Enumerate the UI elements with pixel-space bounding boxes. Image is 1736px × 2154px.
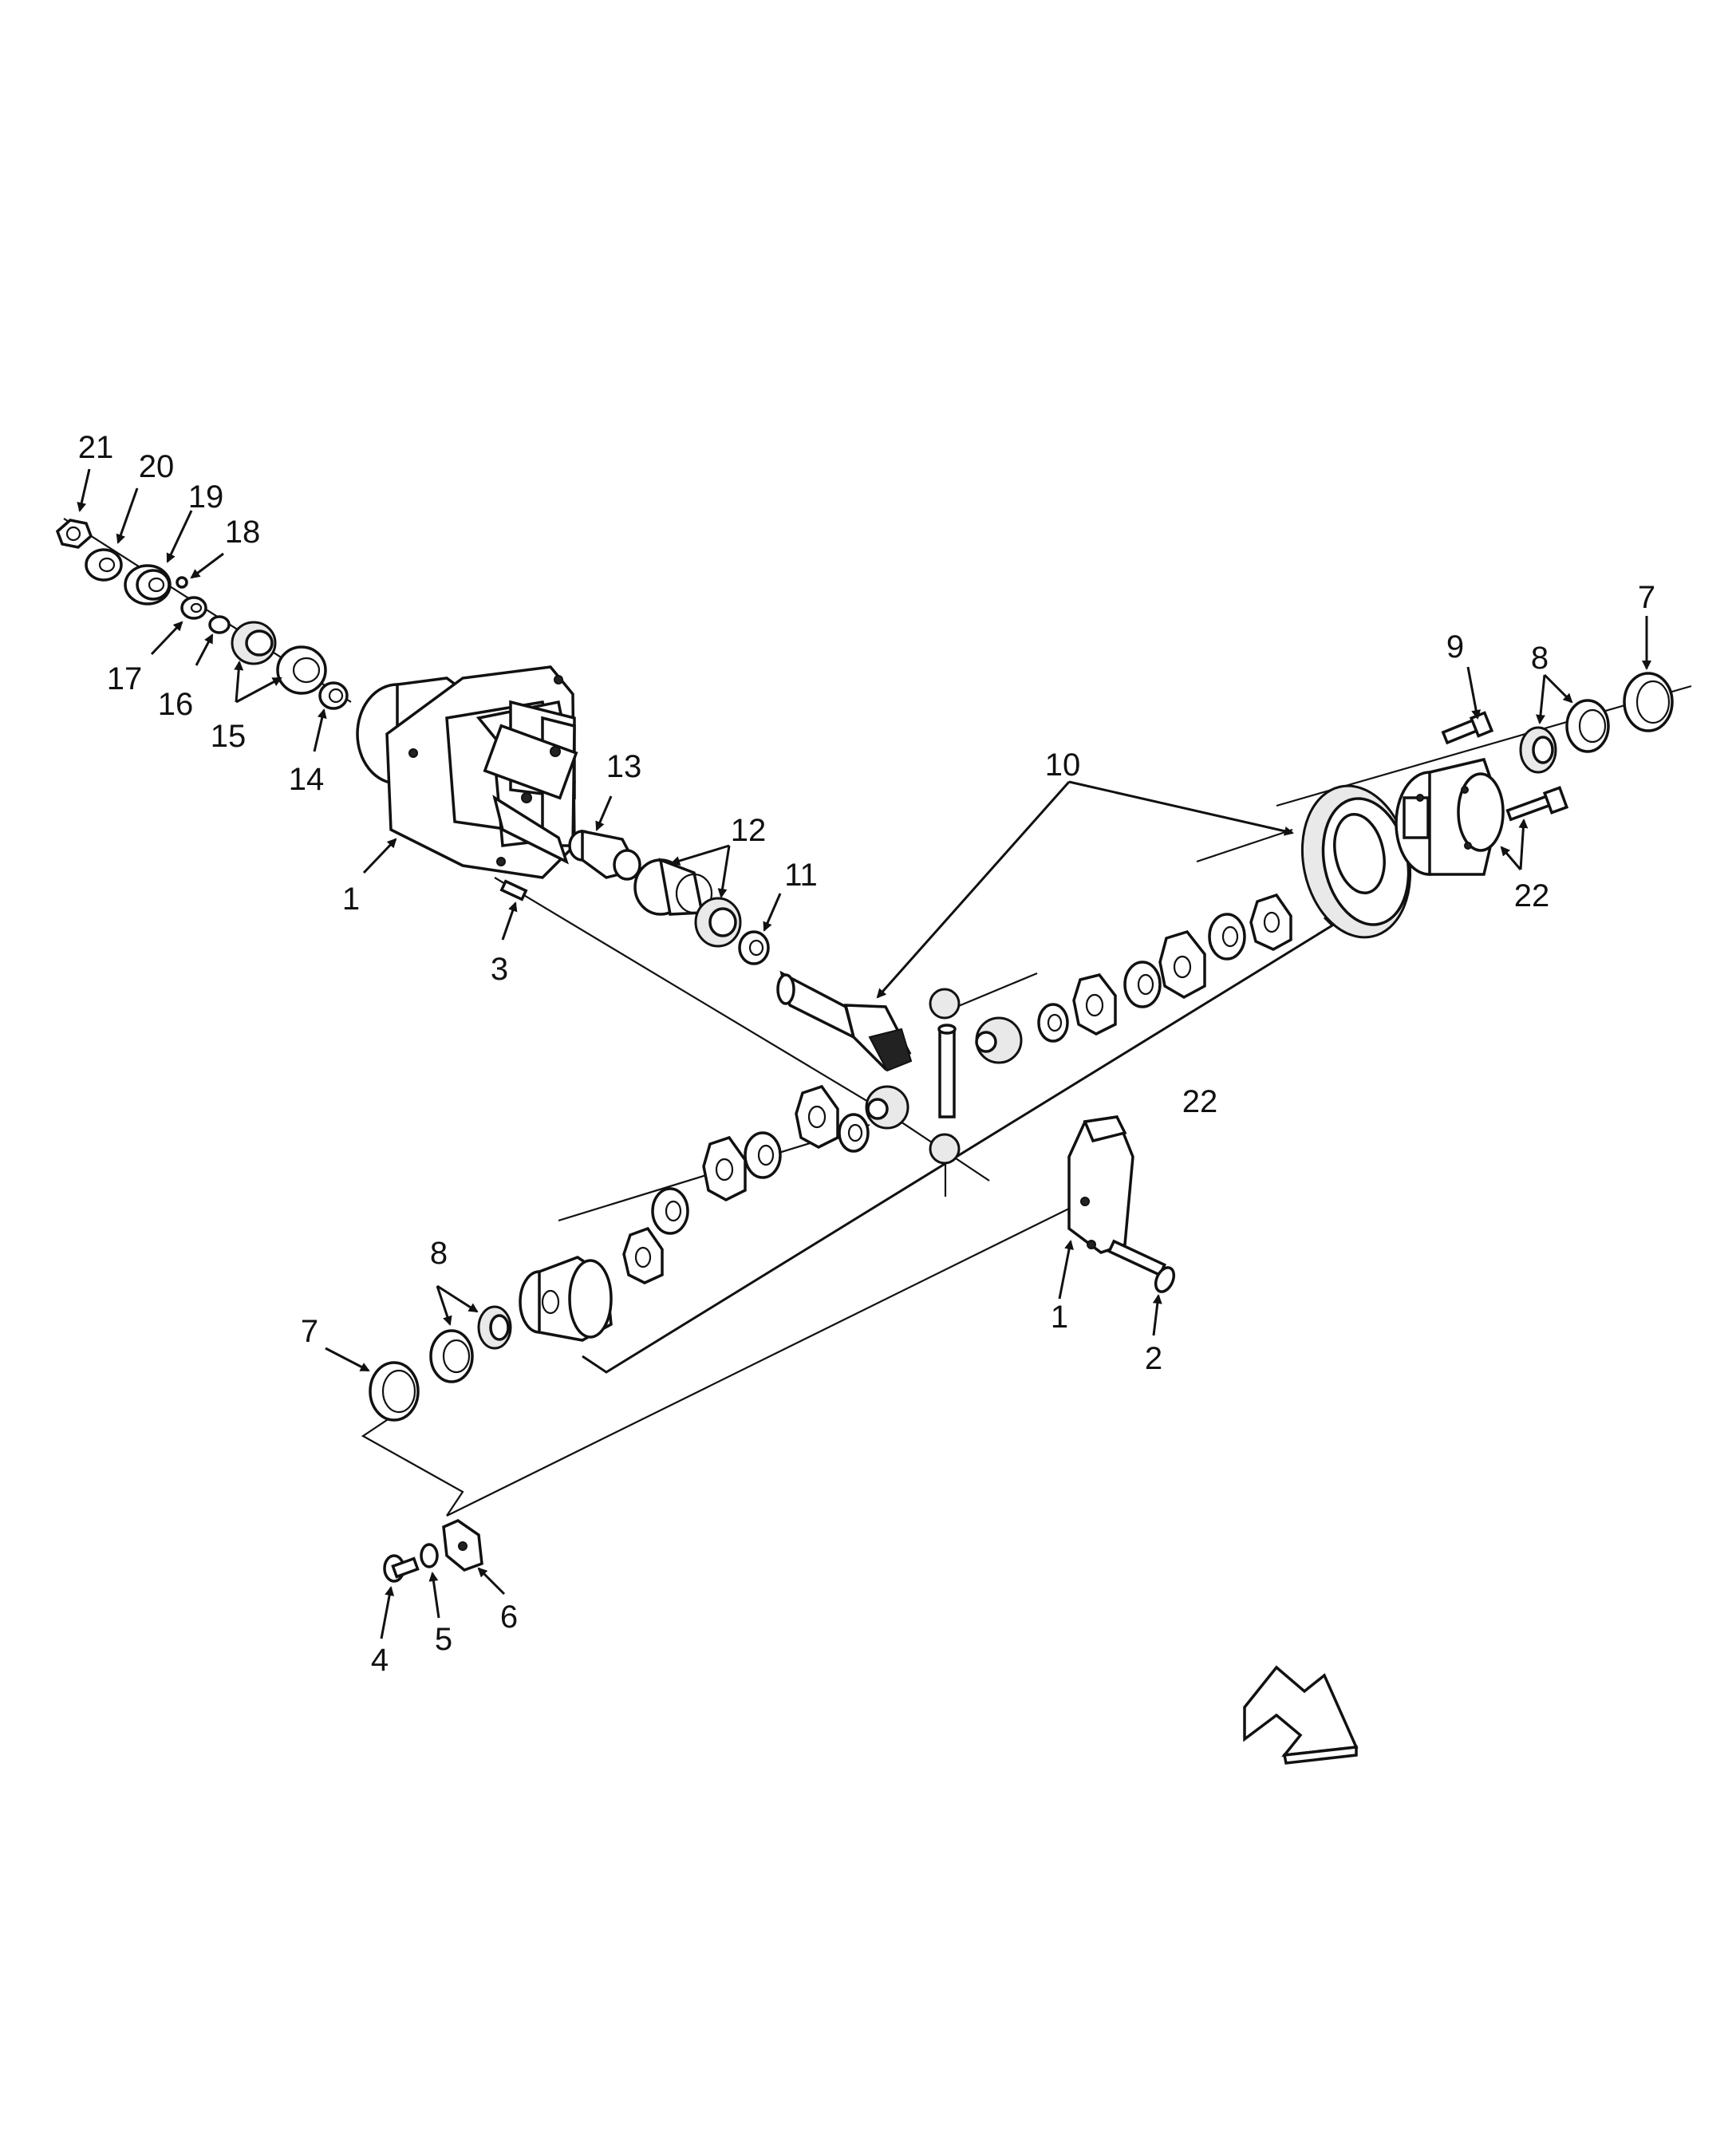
differential-case-left: [519, 1256, 613, 1342]
part-13-bushing: [568, 829, 641, 881]
callout-15: 15: [211, 719, 247, 754]
callout-16: 16: [158, 687, 194, 722]
callout-14: 14: [289, 762, 325, 797]
callout-4: 4: [371, 1643, 389, 1678]
part-3-pin: [499, 879, 528, 901]
part-18-ball: [176, 576, 188, 589]
differential-spider-gears: [865, 988, 1023, 1165]
part-6-lock-plate: [442, 1519, 483, 1572]
callout-9: 9: [1446, 629, 1464, 665]
callout-10: 10: [1045, 748, 1081, 783]
part-20-washer: [85, 548, 123, 582]
callout-8b: 8: [1531, 641, 1549, 676]
callout-8a: 8: [430, 1236, 448, 1271]
part-5-lockwasher: [420, 1543, 439, 1568]
callout-labels: 21 20 19 18 17 16 15 14 1 3 13 12 11 10 …: [78, 430, 1655, 1678]
callout-20: 20: [139, 449, 175, 484]
part-2-bolt: [1107, 1239, 1176, 1293]
callout-3: 3: [491, 952, 508, 987]
callout-13: 13: [606, 749, 642, 784]
part-1-bearing-cap: [1067, 1115, 1134, 1254]
callout-1a: 1: [342, 882, 360, 917]
part-22-bolt-right: [1505, 786, 1569, 822]
part-1-carrier-housing: [356, 665, 578, 879]
left-thrust-washers: [622, 1084, 870, 1284]
part-8-bearing-right: [1519, 699, 1610, 774]
callout-2: 2: [1145, 1341, 1162, 1376]
callout-5: 5: [435, 1622, 452, 1657]
part-10-ring-gear: [1300, 784, 1412, 939]
callout-17: 17: [107, 661, 143, 696]
part-4-screw: [383, 1554, 420, 1583]
part-10-drive-pinion: [776, 970, 913, 1072]
leader-lines: [77, 468, 1651, 1639]
part-14-washer: [318, 681, 349, 710]
callout-1b: 1: [1051, 1300, 1068, 1335]
callout-18: 18: [225, 515, 261, 550]
callout-19: 19: [188, 479, 224, 515]
part-9-bolt: [1441, 711, 1494, 745]
callout-7b: 7: [1638, 580, 1655, 615]
part-16-ring: [208, 615, 231, 634]
callout-21: 21: [78, 430, 114, 465]
differential-case-right: [1395, 757, 1505, 876]
callout-7a: 7: [301, 1314, 318, 1349]
part-17-spacer: [180, 596, 207, 620]
callout-12: 12: [731, 813, 767, 848]
part-8-bearing-left: [429, 1305, 512, 1383]
front-direction-arrow-icon: [1243, 1665, 1359, 1765]
callout-22b: 22: [1182, 1084, 1218, 1119]
part-11-washer: [738, 930, 770, 965]
callout-22a: 22: [1514, 878, 1550, 913]
callout-6: 6: [500, 1600, 518, 1635]
right-thrust-washers: [1037, 893, 1292, 1043]
part-12-bearing: [633, 858, 742, 948]
callout-11: 11: [784, 858, 818, 893]
part-7-cup-left: [369, 1361, 420, 1422]
part-7-cup-right: [1623, 672, 1674, 732]
part-19-seal: [124, 564, 172, 606]
part-21-nut: [55, 519, 93, 549]
part-15-bearing: [231, 621, 327, 695]
